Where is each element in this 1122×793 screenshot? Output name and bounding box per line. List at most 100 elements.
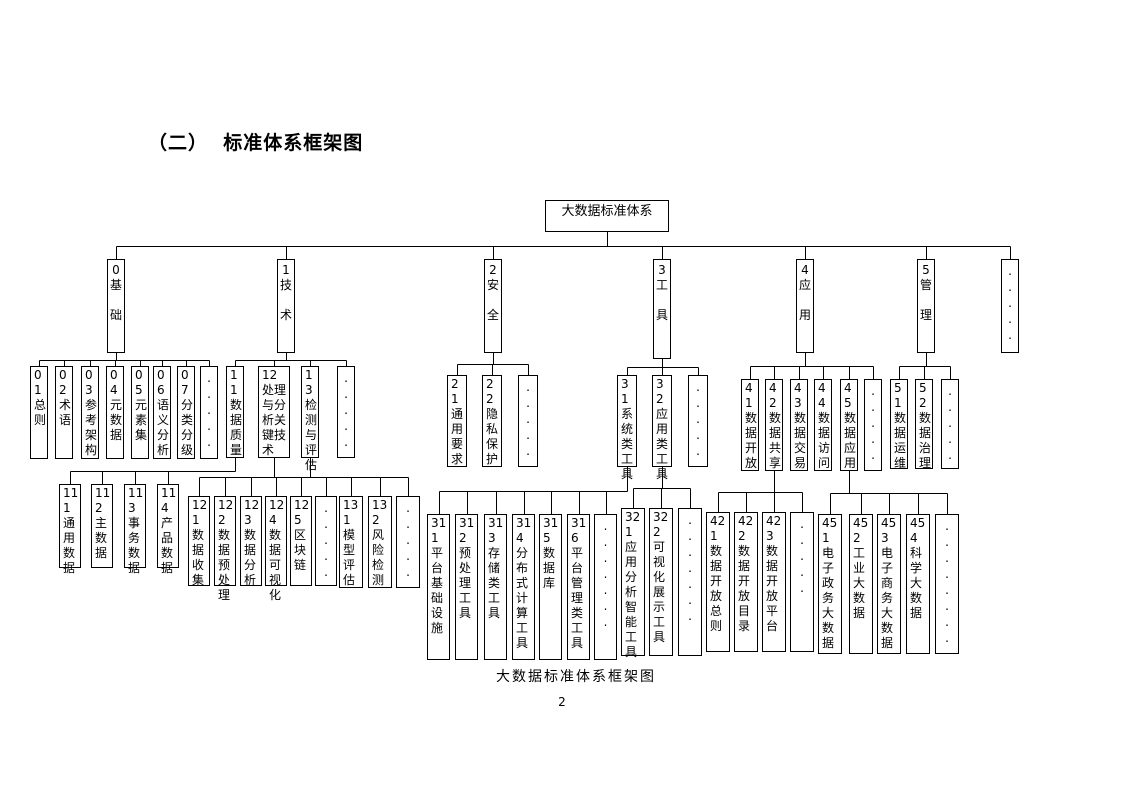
node-51: 51数据运维 bbox=[890, 379, 908, 470]
node-label: 451电子政务大数据 bbox=[822, 516, 838, 650]
node-label: . . . . . . . bbox=[688, 513, 692, 623]
node-label: 313存储类工具 bbox=[488, 516, 504, 620]
node-label: 315数据库 bbox=[543, 516, 559, 590]
node-label: 453电子商务大数据 bbox=[881, 516, 897, 650]
node-4-application: 4 应 用 bbox=[796, 259, 814, 353]
node-label: . . . . . bbox=[696, 380, 700, 458]
node-label: 454科学大数据 bbox=[910, 516, 926, 620]
node-22: 22隐私保护 bbox=[482, 375, 502, 467]
node-label: 2 安 全 bbox=[486, 263, 499, 322]
node-423: 423数据开放平台 bbox=[762, 512, 786, 652]
node-label: 01总则 bbox=[34, 368, 47, 427]
node-root: 大数据标准体系 bbox=[545, 200, 669, 232]
node-52: 52数据治理 bbox=[915, 379, 933, 470]
node-07: 07分类分级 bbox=[177, 366, 195, 459]
node-label: 51数据运维 bbox=[894, 381, 907, 470]
node-label: . . . . . bbox=[207, 371, 211, 449]
node-label: 113事务数据 bbox=[128, 486, 144, 575]
node-422: 422数据开放目录 bbox=[734, 512, 758, 652]
node-42: 42数据共享 bbox=[765, 379, 783, 471]
node-111: 111通用数据 bbox=[59, 484, 81, 575]
node-label: 423数据开放平台 bbox=[766, 514, 782, 633]
node-label: 45数据应用 bbox=[844, 381, 857, 470]
node-label: 52数据治理 bbox=[919, 381, 932, 470]
node-ellipsis: . . . . . bbox=[337, 366, 355, 458]
node-ellipsis: . . . . . bbox=[864, 379, 882, 471]
node-label: 452工业大数据 bbox=[853, 516, 869, 620]
node-label: 122数据预处理 bbox=[218, 498, 234, 602]
node-label: 132风险检测 bbox=[372, 498, 388, 587]
node-05: 05元素集 bbox=[131, 366, 149, 459]
node-ellipsis: . . . . . bbox=[941, 379, 959, 469]
node-454: 454科学大数据 bbox=[906, 514, 930, 654]
node-ellipsis: . . . . . bbox=[688, 375, 708, 467]
node-315: 315数据库 bbox=[539, 514, 562, 660]
node-label: . . . . . bbox=[800, 517, 804, 595]
node-ellipsis: . . . . . bbox=[200, 366, 218, 459]
node-label: 316平台管理类工具 bbox=[571, 516, 587, 650]
node-03: 03参考架构 bbox=[81, 366, 99, 459]
node-label: . . . . . bbox=[344, 371, 348, 449]
node-label: 123数据分析 bbox=[244, 498, 260, 587]
node-41: 41数据开放 bbox=[741, 379, 759, 471]
node-ellipsis: . . . . . . . bbox=[678, 508, 702, 656]
node-313: 313存储类工具 bbox=[484, 514, 507, 660]
node-2-security: 2 安 全 bbox=[484, 259, 502, 353]
node-0-foundation: 0 基 础 bbox=[107, 259, 125, 353]
node-label: 0 基 础 bbox=[109, 263, 122, 322]
node-21: 21通用要求 bbox=[447, 375, 467, 467]
node-label: 13检测与评估 bbox=[305, 368, 318, 472]
node-root-label: 大数据标准体系 bbox=[561, 204, 653, 219]
node-321: 321应用分析智能工具 bbox=[621, 508, 645, 659]
node-label: 02术语 bbox=[59, 368, 72, 427]
node-43: 43数据交易 bbox=[790, 379, 808, 471]
node-ellipsis: . . . . . bbox=[1001, 259, 1019, 353]
node-label: 44数据访问 bbox=[818, 381, 831, 470]
node-31: 31系统类工具 bbox=[617, 375, 637, 481]
node-label: 131模型评估 bbox=[343, 498, 359, 587]
node-11: 11数据质量 bbox=[226, 366, 244, 458]
node-label: . . . . . bbox=[1008, 264, 1012, 342]
node-ellipsis: . . . . . bbox=[315, 496, 337, 586]
node-06: 06语义分析 bbox=[153, 366, 171, 459]
node-label: 11数据质量 bbox=[230, 368, 243, 457]
node-02: 02术语 bbox=[55, 366, 73, 459]
node-ellipsis: . . . . . bbox=[518, 375, 538, 467]
node-451: 451电子政务大数据 bbox=[818, 514, 842, 654]
figure-caption: 大数据标准体系框架图 bbox=[496, 669, 656, 685]
node-01: 01总则 bbox=[30, 366, 48, 459]
node-label: 41数据开放 bbox=[745, 381, 758, 470]
node-label: 314分布式计算工具 bbox=[516, 516, 532, 650]
node-label: 125区块链 bbox=[294, 498, 310, 572]
node-322: 322可视化展示工具 bbox=[649, 508, 673, 656]
node-label: 21通用要求 bbox=[451, 377, 464, 466]
node-label: . . . . . bbox=[948, 384, 952, 462]
node-label: 4 应 用 bbox=[798, 263, 811, 322]
node-label: . . . . . bbox=[406, 501, 410, 579]
node-label: 124数据可视化 bbox=[269, 498, 285, 602]
node-label: 422数据开放目录 bbox=[738, 514, 754, 633]
node-5-management: 5 管 理 bbox=[917, 259, 935, 353]
node-label: 112主数据 bbox=[95, 486, 111, 560]
node-label: 07分类分级 bbox=[181, 368, 194, 457]
node-125: 125区块链 bbox=[290, 496, 312, 586]
node-131: 131模型评估 bbox=[339, 496, 363, 588]
node-label: 421数据开放总则 bbox=[710, 514, 726, 633]
node-label: 43数据交易 bbox=[794, 381, 807, 470]
node-32: 32应用类工具 bbox=[652, 375, 672, 481]
node-45: 45数据应用 bbox=[840, 379, 858, 471]
figure-caption-wrap: 大数据标准体系框架图 bbox=[0, 666, 1122, 686]
node-label: 322可视化展示工具 bbox=[653, 510, 669, 644]
node-453: 453电子商务大数据 bbox=[877, 514, 901, 654]
node-label: . . . . . . . . bbox=[945, 519, 949, 645]
node-452: 452工业大数据 bbox=[849, 514, 873, 654]
node-ellipsis: . . . . . bbox=[396, 496, 420, 588]
node-label: 1 技 术 bbox=[279, 263, 292, 322]
page-heading: （二） 标准体系框架图 bbox=[148, 132, 364, 154]
node-label: . . . . . bbox=[526, 380, 530, 458]
node-44: 44数据访问 bbox=[814, 379, 832, 471]
node-label: 311平台基础设施 bbox=[431, 516, 447, 635]
node-13: 13检测与评估 bbox=[301, 366, 319, 472]
node-112: 112主数据 bbox=[91, 484, 113, 568]
